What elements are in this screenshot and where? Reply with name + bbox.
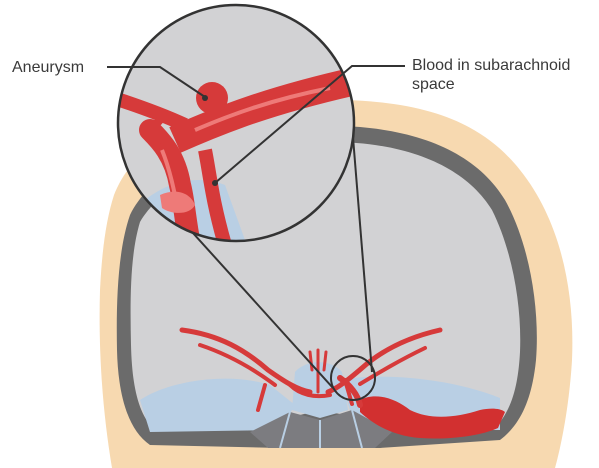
blood-label-line-1: Blood in subarachnoid xyxy=(412,56,570,75)
blood-label-line-2: space xyxy=(412,75,570,94)
aneurysm-leader-dot xyxy=(202,95,208,101)
blood-leader-dot xyxy=(212,180,218,186)
blood-in-subarachnoid-space-label: Blood in subarachnoid space xyxy=(412,56,570,94)
aneurysm-label: Aneurysm xyxy=(12,58,84,77)
